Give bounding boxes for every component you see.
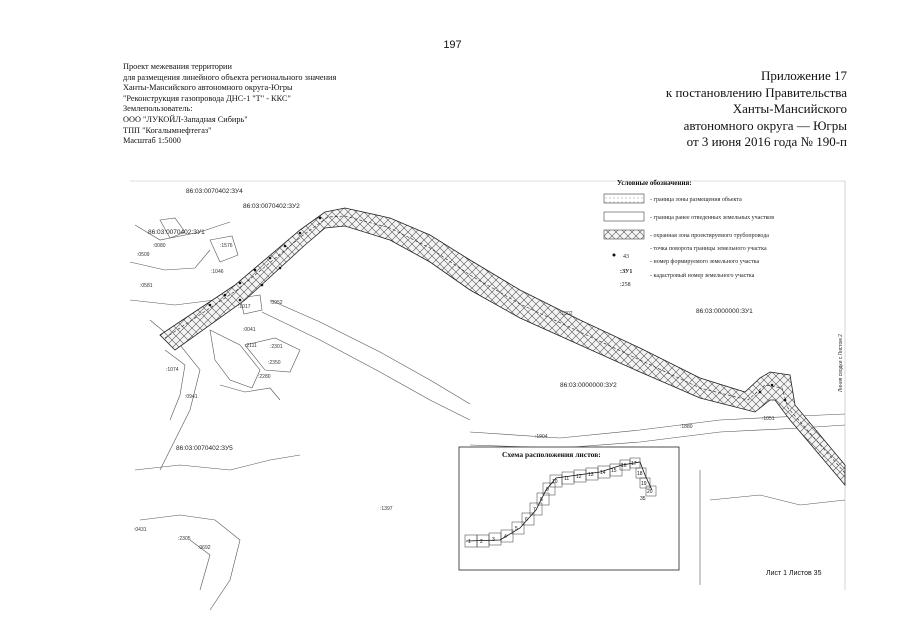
- sheet-footer: Лист 1 Листов 35: [766, 570, 822, 577]
- cadastral-number: :1880: [680, 424, 693, 430]
- cadastral-number: :0080: [153, 243, 166, 249]
- cadastral-number: :2305: [178, 536, 191, 542]
- turning-points: [208, 216, 787, 402]
- parcel-label: 86:03:0070402:ЗУ4: [186, 188, 243, 195]
- legend-item: - номер формируемого земельного участка: [650, 258, 760, 265]
- legend-sample: :258: [620, 282, 631, 288]
- appendix-line: от 3 июня 2016 года № 190-п: [686, 134, 847, 149]
- project-line: Масштаб 1:5000: [123, 136, 181, 146]
- cadastral-number: :1576: [220, 243, 233, 249]
- cadastral-number: :0941: [185, 394, 198, 400]
- sheet-number: 8: [540, 497, 543, 503]
- cadastral-number: :0041: [243, 327, 256, 333]
- parcel-label: 86:03:0000000:ЗУ1: [696, 308, 753, 315]
- legend-sample: 43: [623, 254, 629, 260]
- project-title-block: Проект межевания территории для размещен…: [123, 62, 336, 147]
- project-line: "Реконструкция газопровода ДНС-1 "Т" - К…: [123, 93, 291, 103]
- cadastral-number: :0509: [137, 252, 150, 258]
- sheet-number: 14: [600, 470, 606, 476]
- sheet-number: 17: [631, 461, 637, 467]
- sheet-number: 35: [640, 496, 646, 502]
- cadastral-number: :1017: [238, 304, 251, 310]
- legend-item: - граница ранее отведенных земельных уча…: [650, 215, 774, 221]
- parcel-label: 86:03:0070402:ЗУ2: [243, 203, 300, 210]
- sheet-number: 2: [480, 539, 483, 545]
- inset-title: Схема расположения листов:: [502, 450, 601, 459]
- project-line: ООО "ЛУКОЙЛ-Западная Сибирь": [123, 114, 248, 124]
- sheet-number: 13: [588, 472, 594, 478]
- cadastral-number: :2350: [268, 360, 281, 366]
- inset-frame: [458, 446, 680, 571]
- project-line: Ханты-Мансийского автономного округа-Югр…: [123, 83, 293, 93]
- legend-title: Условные обозначения:: [617, 179, 692, 187]
- cadastral-number: :0952: [270, 300, 283, 306]
- sheet-number: 20: [647, 489, 653, 495]
- page-number: 197: [443, 39, 462, 51]
- sheet-layout-inset: Схема расположения листов: 1 2 3 4 5 6 7…: [458, 446, 680, 571]
- sheet-number: 5: [515, 526, 518, 532]
- cadastral-number: :1302: [560, 311, 573, 317]
- cadastral-number: :0431: [134, 527, 147, 533]
- cadastral-number: :1904: [535, 434, 548, 440]
- legend-swatch-parcel-boundary: [603, 211, 645, 222]
- sheet-number: 9: [546, 487, 549, 493]
- sheet-number: 16: [621, 463, 627, 469]
- cadastral-number: :2280: [258, 374, 271, 380]
- cadastral-number: :0581: [140, 283, 153, 289]
- legend-swatch-object-zone: [603, 193, 645, 204]
- appendix-header: Приложение 17 к постановлению Правительс…: [666, 68, 847, 151]
- project-line: для размещения линейного объекта региона…: [123, 72, 337, 82]
- legend: Условные обозначения: - граница зоны раз…: [603, 179, 774, 288]
- pipeline-protection-zone: [159, 207, 846, 487]
- parcel-label: 86:03:0070402:ЗУ5: [176, 445, 233, 452]
- sheet-number: 1: [468, 539, 471, 545]
- legend-item: - граница зоны размещения объекта: [650, 196, 742, 203]
- cadastral-number: :1074: [166, 367, 179, 373]
- parcel-label: 86:03:0070402:ЗУ1: [148, 229, 205, 236]
- legend-swatch-protection-zone: [603, 229, 645, 240]
- legend-item: - кадастровый номер земельного участка: [650, 272, 755, 279]
- legend-sample: :ЗУ1: [620, 269, 632, 275]
- sheet-number: 19: [641, 481, 647, 487]
- cadastral-number: :1046: [211, 269, 224, 275]
- appendix-line: автономного округа — Югры: [683, 117, 847, 133]
- appendix-line: к постановлению Правительства: [665, 84, 847, 100]
- cadastral-number: :1051: [762, 416, 775, 422]
- sheet-number: 6: [525, 517, 528, 523]
- project-line: Землепользователь:: [123, 104, 193, 114]
- cadastral-number: :0692: [198, 545, 211, 551]
- appendix-line: Приложение 17: [760, 68, 847, 83]
- match-line-note: Линия сводки с Листом 2: [838, 334, 844, 392]
- sheet-number: 12: [576, 474, 582, 480]
- cadastral-number: :2111: [245, 343, 257, 349]
- cadastral-number: :2301: [270, 344, 283, 350]
- sheet-number: 7: [533, 507, 536, 513]
- sheet-number: 18: [637, 471, 643, 477]
- sheet-number: 15: [611, 468, 617, 474]
- sheet-number: 4: [504, 534, 507, 540]
- sheet-number: 10: [552, 479, 558, 485]
- sheet-number: 3: [492, 537, 495, 543]
- cadastral-number: :1397: [380, 506, 393, 512]
- project-line: ТПП "Когалымнефтегаз": [123, 125, 212, 135]
- legend-item: - охранная зона проектируемого трубопров…: [650, 232, 769, 239]
- turning-point-icon: [612, 253, 616, 257]
- appendix-line: Ханты-Мансийского: [732, 101, 847, 116]
- legend-item: - точка поворота границы земельного учас…: [650, 246, 767, 252]
- inset-route: [465, 461, 653, 542]
- sheet-number: 11: [564, 476, 569, 482]
- parcel-label: 86:03:0000000:ЗУ2: [560, 382, 617, 389]
- project-line: Проект межевания территории: [123, 62, 232, 71]
